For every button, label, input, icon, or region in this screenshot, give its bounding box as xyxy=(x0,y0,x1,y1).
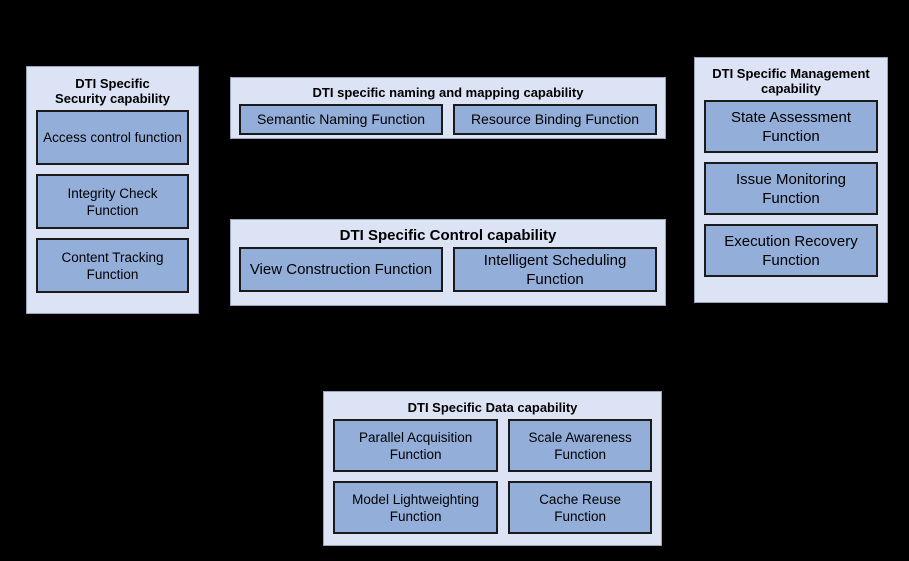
function-row-data-top: Parallel Acquisition Function Scale Awar… xyxy=(333,419,652,472)
function-row-control: View Construction Function Intelligent S… xyxy=(239,247,657,292)
function-box-integrity-check[interactable]: Integrity Check Function xyxy=(36,174,189,229)
function-box-access-control[interactable]: Access control function xyxy=(36,110,189,165)
function-list-control: View Construction Function Intelligent S… xyxy=(231,247,665,300)
function-box-view-construction[interactable]: View Construction Function xyxy=(239,247,443,292)
panel-title-security-line1: DTI Specific xyxy=(75,76,150,91)
panel-dti-specific-security-capability[interactable]: DTI Specific Security capability Access … xyxy=(26,66,199,314)
panel-dti-specific-management-capability[interactable]: DTI Specific Management capability State… xyxy=(694,57,888,303)
function-row-data-bottom: Model Lightweighting Function Cache Reus… xyxy=(333,481,652,534)
panel-title-management-line1: DTI Specific Management xyxy=(712,66,870,81)
function-box-parallel-acquisition[interactable]: Parallel Acquisition Function xyxy=(333,419,499,472)
function-box-scale-awareness[interactable]: Scale Awareness Function xyxy=(508,419,652,472)
panel-title-data: DTI Specific Data capability xyxy=(407,400,578,415)
function-box-model-lightweighting[interactable]: Model Lightweighting Function xyxy=(333,481,499,534)
panel-title-security-line2: Security capability xyxy=(55,91,170,106)
function-list-management: State Assessment Function Issue Monitori… xyxy=(695,100,887,285)
function-box-execution-recovery[interactable]: Execution Recovery Function xyxy=(704,224,878,277)
panel-dti-specific-data-capability[interactable]: DTI Specific Data capability Parallel Ac… xyxy=(323,391,662,546)
function-grid-data: Parallel Acquisition Function Scale Awar… xyxy=(324,419,661,543)
function-box-issue-monitoring[interactable]: Issue Monitoring Function xyxy=(704,162,878,215)
function-box-state-assessment[interactable]: State Assessment Function xyxy=(704,100,878,153)
panel-title-security: DTI Specific Security capability xyxy=(27,67,198,110)
function-row-naming: Semantic Naming Function Resource Bindin… xyxy=(239,104,657,135)
function-list-naming: Semantic Naming Function Resource Bindin… xyxy=(231,104,665,142)
function-list-security: Access control function Integrity Check … xyxy=(27,110,198,302)
function-box-cache-reuse[interactable]: Cache Reuse Function xyxy=(508,481,652,534)
panel-dti-specific-naming-and-mapping-capability[interactable]: DTI specific naming and mapping capabili… xyxy=(230,77,666,139)
function-box-semantic-naming[interactable]: Semantic Naming Function xyxy=(239,104,443,135)
panel-title-control: DTI Specific Control capability xyxy=(339,227,557,244)
panel-title-naming: DTI specific naming and mapping capabili… xyxy=(312,85,584,100)
panel-title-management: DTI Specific Management capability xyxy=(695,58,887,100)
function-box-resource-binding[interactable]: Resource Binding Function xyxy=(453,104,657,135)
function-box-intelligent-scheduling[interactable]: Intelligent Scheduling Function xyxy=(453,247,657,292)
panel-dti-specific-control-capability[interactable]: DTI Specific Control capability View Con… xyxy=(230,219,666,306)
panel-title-management-line2: capability xyxy=(761,81,821,96)
function-box-content-tracking[interactable]: Content Tracking Function xyxy=(36,238,189,293)
